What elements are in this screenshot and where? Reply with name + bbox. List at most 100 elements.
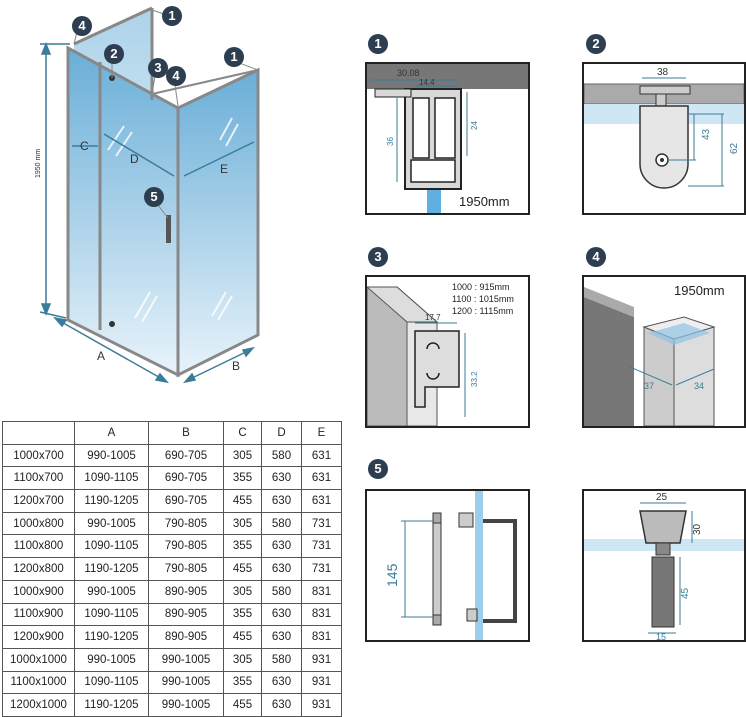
table-cell: 990-1005: [148, 670, 224, 695]
table-cell: 890-905: [148, 602, 224, 627]
marker-2: 2: [104, 44, 124, 64]
table-cell: 990-1005: [74, 443, 149, 468]
table-cell: 1200x800: [2, 557, 75, 581]
d4-height-text: 1950mm: [674, 283, 725, 298]
table-cell: 631: [301, 466, 342, 491]
table-cell: 455: [223, 557, 262, 581]
d2-dim-h1: 43: [701, 128, 712, 140]
label-B: B: [232, 359, 240, 373]
table-cell: 990-1005: [74, 647, 149, 672]
marker-1-top: 1: [162, 6, 182, 26]
detail-5-panel: 145: [365, 489, 530, 642]
table-cell: 831: [301, 602, 342, 627]
table-cell: 731: [301, 534, 342, 559]
d2-dim-h2: 62: [729, 142, 740, 154]
table-cell: 631: [301, 489, 342, 513]
table-cell: 305: [223, 647, 262, 672]
table-cell: 1090-1105: [74, 534, 149, 559]
table-cell: 580: [261, 511, 302, 536]
hinge-shape: [639, 105, 689, 189]
table-cell: 790-805: [148, 534, 224, 559]
height-label: 1950 mm: [35, 149, 42, 178]
detail-2-panel: 38 43 62: [582, 62, 746, 215]
d1-dim-inner: 14.4: [419, 78, 435, 87]
door-panel: [66, 45, 180, 378]
marker-3: 3: [148, 58, 168, 78]
detail-3-panel: 17.7 33.2 1000 : 915mm 1100 : 1015mm 120…: [365, 275, 530, 428]
table-cell: 690-705: [148, 443, 224, 468]
table-cell: 1190-1205: [74, 489, 149, 513]
d1-dim-width: 30.08: [397, 68, 420, 78]
table-cell: 630: [261, 625, 302, 649]
d5-dim-bottom: 15: [656, 632, 666, 640]
table-cell: 1000x800: [2, 511, 75, 536]
d4-dim-b: 34: [694, 381, 704, 391]
label-E: E: [220, 162, 228, 176]
table-cell: 990-1005: [148, 647, 224, 672]
d3-size-notes: 1000 : 915mm 1100 : 1015mm 1200 : 1115mm: [452, 282, 514, 316]
d1-height-text: 1950mm: [459, 194, 510, 209]
table-cell: 1200x1000: [2, 693, 75, 717]
table-header-cell: D: [261, 421, 302, 445]
detail-2-badge: 2: [586, 34, 606, 54]
table-cell: 1200x700: [2, 489, 75, 513]
table-cell: 630: [261, 466, 302, 491]
table-cell: 790-805: [148, 557, 224, 581]
table-cell: 1000x700: [2, 443, 75, 468]
table-cell: 630: [261, 602, 302, 627]
table-cell: 305: [223, 511, 262, 536]
table-cell: 455: [223, 489, 262, 513]
marker-4: 4: [166, 66, 186, 86]
detail-4-panel: 37 34 1950mm: [582, 275, 746, 428]
table-cell: 580: [261, 443, 302, 468]
table-cell: 355: [223, 602, 262, 627]
detail-5b-panel: 25 30 45 15: [582, 489, 746, 642]
detail-4-badge: 4: [586, 247, 606, 267]
table-cell: 831: [301, 625, 342, 649]
d1-dim-h1: 36: [386, 137, 395, 146]
table-cell: 1190-1205: [74, 693, 149, 717]
table-header-cell: E: [301, 421, 342, 445]
table-header-cell: A: [74, 421, 149, 445]
d5-dim-side1: 30: [692, 523, 703, 535]
table-cell: 831: [301, 579, 342, 604]
side-panel: [176, 67, 260, 378]
marker-5: 5: [144, 187, 164, 207]
table-cell: 355: [223, 534, 262, 559]
detail-3-badge: 3: [368, 247, 388, 267]
table-cell: 455: [223, 693, 262, 717]
table-cell: 631: [301, 443, 342, 468]
table-cell: 1100x700: [2, 466, 75, 491]
d5-dim-side2: 45: [680, 587, 691, 599]
table-cell: 990-1005: [74, 511, 149, 536]
table-cell: 931: [301, 647, 342, 672]
label-A: A: [97, 349, 105, 363]
marker-4-top-left: 4: [72, 16, 92, 36]
marker-1-right: 1: [224, 47, 244, 67]
shower-overview-drawing: 1950 mm A B C D E: [35, 6, 260, 384]
table-cell: 931: [301, 670, 342, 695]
table-header-cell: [2, 421, 75, 445]
table-cell: 731: [301, 557, 342, 581]
table-cell: 1090-1105: [74, 466, 149, 491]
table-cell: 890-905: [148, 579, 224, 604]
table-cell: 355: [223, 466, 262, 491]
table-cell: 931: [301, 693, 342, 717]
table-cell: 1100x800: [2, 534, 75, 559]
table-cell: 1190-1205: [74, 557, 149, 581]
d2-dim-width: 38: [657, 67, 669, 78]
table-cell: 1100x1000: [2, 670, 75, 695]
table-cell: 690-705: [148, 489, 224, 513]
table-cell: 630: [261, 557, 302, 581]
d3-dim-width: 17.7: [425, 313, 441, 322]
table-cell: 990-1005: [74, 579, 149, 604]
detail-1-panel: 30.08 14.4 36 24 1950mm: [365, 62, 530, 215]
